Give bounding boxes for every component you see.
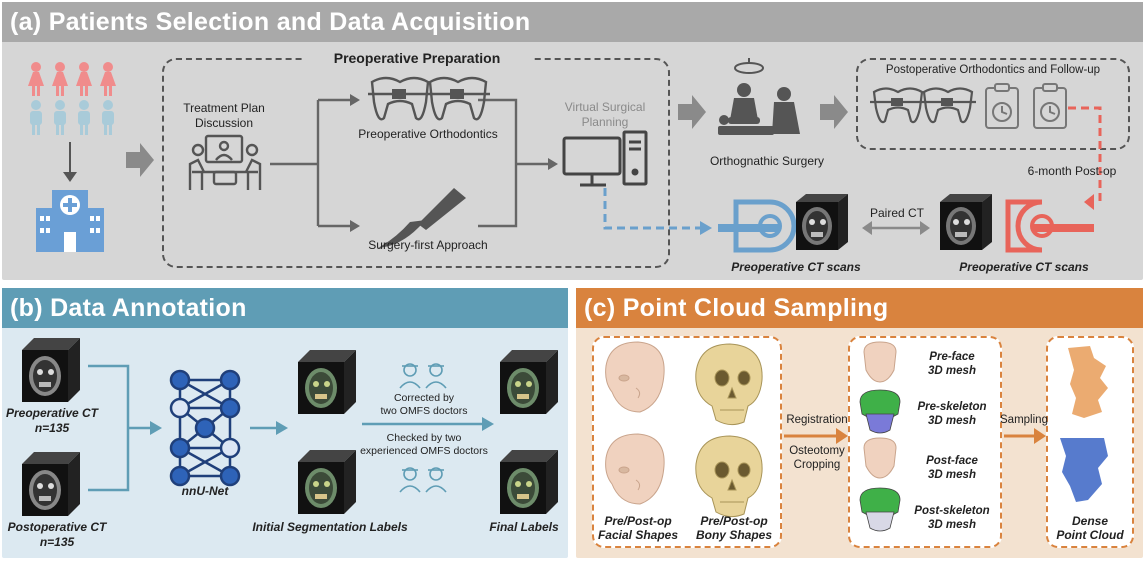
sampling-label: Sampling: [1000, 414, 1048, 426]
final-label-ct-icon: [500, 450, 558, 514]
clipboard-clock-icon: [985, 83, 1067, 129]
checked-label: Checked by two experienced OMFS doctors: [360, 432, 488, 457]
blue-dashed-arrow: [603, 188, 702, 230]
right-arrow-icon: [126, 143, 154, 177]
postop-title: Postoperative Orthodontics and Follow-up: [885, 64, 1101, 76]
initial-labels-label: Initial Segmentation Labels: [252, 520, 408, 534]
point-cloud-orange-icon: [1068, 346, 1108, 418]
final-labels-label: Final Labels: [489, 520, 559, 534]
skeleton-mesh-icon: [859, 389, 901, 532]
ct-scanner-blue-icon: [718, 199, 797, 253]
face-mesh-icon: [605, 341, 665, 413]
meeting-icon: [188, 134, 262, 190]
point-cloud-blue-icon: [1060, 438, 1108, 502]
post-skeleton-label: Post-skeleton 3D mesh: [914, 505, 990, 531]
panel-b-graphics: [22, 338, 558, 516]
panel-a-graphics: [28, 58, 1102, 253]
right-arrowhead-icon: [276, 421, 288, 435]
panel-b-title: (b) Data Annotation: [10, 294, 247, 322]
panel-c-header: (c) Point Cloud Sampling: [576, 288, 1143, 328]
face-mesh-icon: [863, 341, 897, 479]
doctor-icon: [399, 363, 447, 493]
segmented-ct-icon: [298, 450, 356, 514]
panel-b: (b) Data Annotation: [2, 288, 568, 558]
surgery-first-label: Surgery-first Approach: [368, 238, 488, 252]
right-arrow-icon: [678, 95, 706, 129]
preop-ct-label: Preoperative CT scans: [959, 260, 1089, 274]
preop-ct-label: Preoperative CT n=135: [5, 406, 99, 435]
blue-arrowhead-icon: [700, 221, 712, 235]
ct-scanner-red-icon: [1005, 199, 1094, 253]
panel-a: (a) Patients Selection and Data Acquisit…: [2, 2, 1143, 280]
scalpel-icon: [378, 188, 466, 248]
ct-cube-icon: [796, 194, 848, 250]
right-arrow-icon: [820, 95, 848, 129]
ct-cube-icon: [22, 338, 80, 402]
virtual-planning-label: Virtual Surgical Planning: [564, 100, 646, 129]
bony-shapes-label: Pre/Post-op Bony Shapes: [695, 514, 773, 542]
postop-box: [856, 58, 1130, 150]
skull-mesh-icon: [695, 343, 763, 426]
orthognathic-label: Orthognathic Surgery: [709, 154, 825, 168]
face-mesh-icon: [605, 433, 665, 505]
right-arrowhead-icon: [482, 417, 494, 431]
split-connector: [270, 94, 558, 232]
male-patients-icon: [30, 100, 114, 135]
osteotomy-label: Osteotomy Cropping: [789, 445, 845, 471]
post-face-label: Post-face 3D mesh: [926, 455, 978, 481]
treatment-plan-label: Treatment Plan Discussion: [183, 101, 265, 130]
hospital-icon: [36, 190, 104, 252]
pre-face-label: Pre-face 3D mesh: [928, 351, 976, 377]
right-arrowhead-icon: [836, 428, 848, 444]
panel-c-graphics: [605, 341, 1108, 532]
down-arrow-icon: [63, 142, 77, 182]
ct-cube-icon: [940, 194, 992, 250]
preop-prep-title: Preoperative Preparation: [302, 50, 532, 66]
panel-c-title: (c) Point Cloud Sampling: [584, 294, 889, 322]
preop-ortho-label: Preoperative Orthodontics: [358, 127, 498, 141]
segmented-ct-icon: [298, 350, 356, 414]
postop-ct-label: Postoperative CT n=135: [7, 520, 107, 549]
panel-a-title: (a) Patients Selection and Data Acquisit…: [10, 8, 531, 36]
female-patients-icon: [28, 62, 116, 96]
right-arrowhead-icon: [1034, 428, 1046, 444]
double-arrow-icon: [862, 221, 930, 235]
panel-c: (c) Point Cloud Sampling: [576, 288, 1143, 558]
pre-skeleton-label: Pre-skeleton 3D mesh: [917, 401, 987, 427]
panel-b-header: (b) Data Annotation: [2, 288, 568, 328]
dense-cloud-label: Dense Point Cloud: [1056, 514, 1124, 542]
corrected-label: Corrected by two OMFS doctors: [380, 392, 468, 417]
computer-icon: [562, 130, 648, 187]
final-label-ct-icon: [500, 350, 558, 414]
nnunet-icon: [169, 369, 241, 487]
surgery-icon: [718, 58, 800, 135]
red-arrowhead-icon: [1084, 194, 1094, 210]
paired-ct-label: Paired CT: [869, 206, 925, 220]
panel-a-header: (a) Patients Selection and Data Acquisit…: [2, 2, 1143, 42]
right-arrowhead-icon: [150, 421, 162, 435]
preop-ct-label: Preoperative CT scans: [731, 260, 861, 274]
red-dashed-arrow: [1068, 106, 1102, 204]
six-month-label: 6-month Post-op: [1027, 164, 1117, 178]
facial-shapes-label: Pre/Post-op Facial Shapes: [597, 514, 679, 542]
nnunet-label: nnU-Net: [181, 484, 229, 498]
skull-mesh-icon: [695, 435, 763, 518]
ct-cube-icon: [22, 452, 80, 516]
braces-icon: [870, 87, 976, 124]
braces-icon: [368, 76, 490, 121]
registration-label: Registration: [786, 414, 848, 426]
merge-connector: [88, 364, 152, 492]
